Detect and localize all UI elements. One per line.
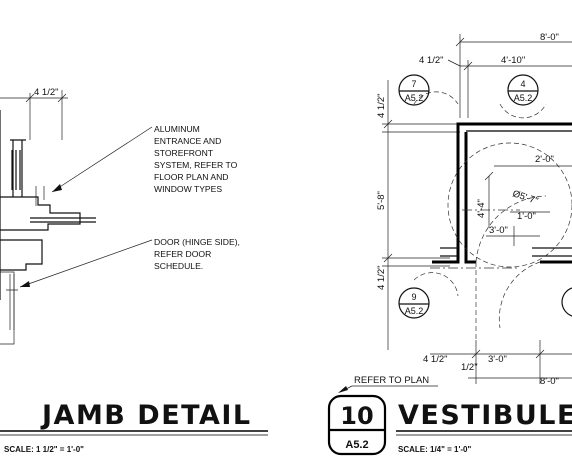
storefront-note-line-6: WINDOW TYPES	[154, 184, 222, 194]
detail-tag-9[interactable]: 9 A5.2	[398, 272, 459, 319]
vestibule-dim-bottom-opening: 3'-0"	[488, 354, 507, 365]
storefront-note-line-2: ENTRANCE AND	[154, 136, 221, 146]
vestibule-dim-door-width: 2'-0"	[535, 154, 554, 165]
detail-tag-7[interactable]: 7 A5.2	[398, 74, 459, 106]
vestibule-dim-vert-top: 4 1/2"	[376, 93, 387, 118]
jamb-top-dimension: 4 1/2"	[34, 87, 59, 98]
vestibule-title-number: 10	[340, 402, 373, 430]
vestibule-dim-bottom-half: 1/2"	[461, 362, 478, 373]
detail-tag-9-sheet: A5.2	[405, 306, 424, 316]
detail-tag-4-sheet: A5.2	[514, 93, 533, 103]
vestibule-dim-bottom-overall: 8'-0"	[540, 376, 559, 387]
door-note-line-2: REFER DOOR	[154, 249, 211, 259]
vestibule-dim-turning-circle: Ø5'-7"	[511, 188, 539, 207]
jamb-detail-title-block: JAMB DETAIL SCALE: 1 1/2" = 1'-0"	[0, 400, 268, 454]
door-note-line-3: SCHEDULE.	[154, 261, 203, 271]
detail-tag-4-number: 4	[520, 79, 525, 89]
door-note-line-1: DOOR (HINGE SIDE),	[154, 237, 240, 247]
vestibule-plan-drawing: 8'-0" 4'-10" 4 1/2" 4 1/2" 5'-8" 4 1/2"	[338, 32, 572, 393]
vestibule-dim-inner-top: 4'-10"	[501, 55, 525, 66]
storefront-note-line-3: STOREFRONT	[154, 148, 214, 158]
vestibule-dim-opening: 3'-0"	[489, 225, 508, 236]
vestibule-title: VESTIBULE	[398, 400, 572, 431]
vestibule-dim-left-top: 4 1/2"	[419, 55, 444, 66]
vestibule-refer-note: REFER TO PLAN	[354, 375, 429, 386]
jamb-detail-scale: SCALE: 1 1/2" = 1'-0"	[4, 445, 84, 454]
detail-tag-partial	[561, 287, 572, 317]
vestibule-dim-clearance: 1'-0"	[517, 211, 536, 222]
jamb-detail-drawing: 4 1/2" ALUMINUM ENTRANCE AND STOREFRONT …	[0, 87, 240, 345]
vestibule-title-bubble[interactable]: 10 A5.2	[327, 394, 387, 456]
vestibule-scale: SCALE: 1/4" = 1'-0"	[398, 445, 471, 454]
storefront-note-line-4: SYSTEM, REFER TO	[154, 160, 238, 170]
detail-tag-4[interactable]: 4 A5.2	[499, 74, 547, 119]
vestibule-dim-door-depth: 4'-4"	[476, 199, 487, 218]
detail-tag-7-sheet: A5.2	[405, 93, 424, 103]
vestibule-dim-bottom-small: 4 1/2"	[423, 354, 448, 365]
vestibule-title-block: 10 A5.2 VESTIBULE SCALE: 1/4" = 1'-0"	[327, 394, 572, 456]
storefront-note-line-1: ALUMINUM	[154, 124, 200, 134]
storefront-note-line-5: FLOOR PLAN AND	[154, 172, 229, 182]
detail-tag-7-number: 7	[411, 79, 416, 89]
jamb-detail-title: JAMB DETAIL	[40, 400, 252, 431]
vestibule-dim-overall-top: 8'-0"	[540, 32, 559, 43]
vestibule-dim-vert-bottom: 4 1/2"	[376, 265, 387, 290]
detail-tag-9-number: 9	[411, 292, 416, 302]
vestibule-title-sheet: A5.2	[345, 439, 368, 451]
vestibule-dim-vert-mid: 5'-8"	[376, 191, 387, 210]
